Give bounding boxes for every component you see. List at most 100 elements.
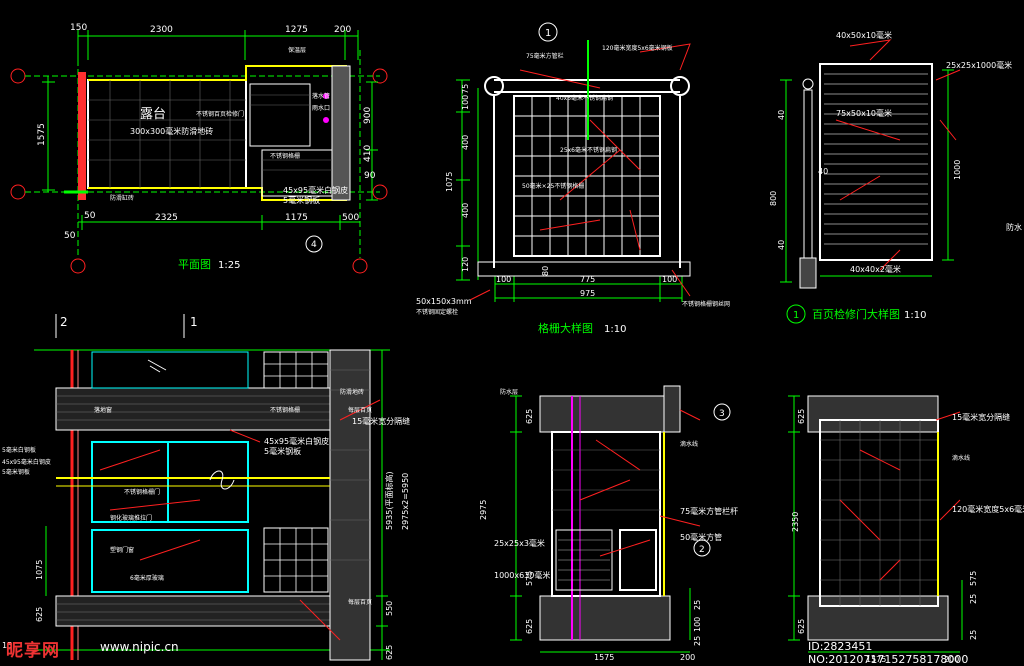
grille-scale: 1:10: [604, 324, 626, 335]
plan-callout-num: 4: [311, 240, 317, 250]
plan-note-4: 不锈钢格栅: [270, 152, 300, 160]
plan-drain-point-2: [323, 93, 329, 99]
elev-slab-2: [55, 595, 337, 627]
grille-note-1: 120毫米宽度5x6毫米钢板: [602, 44, 673, 52]
elev-note-6: 15毫米宽分隔缝: [352, 416, 410, 426]
elev-window-lower: [91, 529, 249, 593]
elevation-view: 2 1 1075 625 15 5935(平面标高) 2975x2=5950 5…: [2, 314, 410, 661]
elev-axis-2: 2: [60, 315, 68, 329]
plan-dim-misc-1: 90: [364, 171, 376, 181]
plan-dim-top-1: 2300: [150, 25, 173, 35]
plan-view: 150 2300 1275 200 50 2325 1175 500 50 90…: [10, 23, 388, 274]
sec2-dim-left-1: 2350: [791, 512, 800, 532]
sec2-note-0: 15毫米宽分隔缝: [952, 412, 1010, 422]
plan-scale: 1:25: [218, 260, 240, 271]
elev-note-10: 不锈钢格栅: [270, 406, 300, 414]
elev-note-8: 不锈钢格栅门: [124, 488, 160, 496]
grille-detail: 1 75 100 400 400 120 1075 100 775 100 97…: [416, 22, 730, 335]
elev-dim-right-2: 550: [385, 601, 394, 616]
grille-note-3: 25x6毫米不锈钢扁钢: [560, 146, 617, 154]
sec2-note-1: 120毫米宽度5x6毫米钢板: [952, 504, 1024, 514]
elev-note-2: 5毫米钢板: [2, 468, 30, 476]
sec1-note-3: 25x25x3毫米: [494, 538, 545, 548]
sec1-note-5: 滴水线: [680, 440, 698, 448]
plan-note-7: 雨水口: [312, 104, 330, 112]
plan-note-1: 45x95毫米白钢皮: [283, 185, 348, 195]
grille-dim-left-1: 100: [461, 95, 470, 110]
sec1-dim-bottom-0: 1575: [594, 653, 614, 662]
sec2-dim-bottom-1: 200: [944, 655, 959, 664]
door-detail: 40x50x10毫米 75x50x10毫米 25x25x1000毫米 1000 …: [769, 30, 1022, 324]
sec1-dim-left-1: 2975: [479, 500, 488, 520]
plan-title: 平面图: [178, 258, 211, 271]
grille-dim-bottom-2: 100: [662, 275, 677, 284]
elev-note-9: 钢化玻璃推拉门: [110, 514, 152, 522]
sec1-dim-right-1: 100: [693, 617, 702, 632]
plan-grid-circle: [372, 68, 388, 84]
plan-grid-circle: [70, 258, 86, 274]
door-hinge-top: [802, 78, 814, 90]
sec1-dim-left-2: 575: [525, 571, 534, 586]
plan-dim-bottom-3: 500: [342, 213, 359, 223]
plan-note-3: 防滑缸砖: [110, 194, 134, 202]
plan-inner-room-2: [261, 149, 333, 197]
door-dim-bottom: 40x40x2毫米: [850, 264, 901, 274]
door-dim-top-0: 40x50x10毫米: [836, 30, 892, 40]
sec1-wall: [551, 431, 661, 597]
plan-dim-top-3: 200: [334, 25, 351, 35]
sec2-dim-left-2: 625: [797, 619, 806, 634]
plan-callout-circle: [305, 235, 323, 253]
sec1-note-1: 75毫米方管栏杆: [680, 506, 738, 516]
section-one: 3 2 625 2975 575 625 1575 200 25 100 25 …: [479, 385, 738, 662]
sec1-grille-box: [555, 529, 613, 591]
grille-dim-bottom-1: 775: [580, 275, 595, 284]
sec1-dim-left-3: 625: [525, 619, 534, 634]
sec1-dim-right-0: 25: [693, 600, 702, 610]
door-dim-left-3: 800: [769, 191, 778, 206]
sec1-note-0: 防水层: [500, 388, 518, 396]
sec1-callout-circle: [713, 403, 731, 421]
sec1-callout: 3: [719, 409, 725, 419]
grille-callout-circle: [538, 22, 558, 42]
sec1-bottom-slab: [539, 595, 671, 641]
sec1-note-4: 1000x630毫米: [494, 570, 550, 580]
grille-dim-left-2: 400: [461, 135, 470, 150]
elev-dim-left-small: 15: [2, 641, 12, 650]
sec2-dim-right-1: 575: [969, 571, 978, 586]
sec1-callout2: 2: [699, 545, 705, 555]
watermark-logo: 昵享网: [6, 641, 60, 661]
grille-post-right: [670, 76, 690, 96]
watermark-url: www.nipic.cn: [100, 640, 179, 654]
grille-dim-total-w: 975: [580, 289, 595, 298]
sec1-dim-left-0: 625: [525, 409, 534, 424]
sec1-note-2: 50毫米方管: [680, 532, 722, 542]
elev-note-5: 5毫米钢板: [264, 446, 301, 456]
grille-title: 格栅大样图: [538, 321, 593, 335]
elev-note-4: 45x95毫米白钢皮: [264, 436, 329, 446]
sec2-dim-left-0: 625: [797, 409, 806, 424]
grille-base-slab: [477, 261, 691, 277]
grille-callout: 1: [545, 28, 551, 39]
plan-note-2: 5毫米钢板: [283, 195, 320, 205]
elev-dim-right-0: 5935(平面标高): [384, 471, 394, 530]
door-dim-right-0: 25x25x1000毫米: [946, 60, 1012, 70]
door-note: 防水: [1006, 222, 1022, 232]
elev-note-1: 45x95毫米白钢皮: [2, 458, 51, 466]
sec1-top-cap: [663, 385, 681, 433]
sec1-dim-bottom-1: 200: [680, 653, 695, 662]
plan-tile-note: 300x300毫米防滑地砖: [130, 126, 213, 136]
elev-note-13: 落地窗: [94, 406, 112, 414]
sec2-dim-right-2: 25: [969, 630, 978, 640]
elev-note-3: 每层百页: [348, 406, 372, 414]
door-dim-left-1: 40: [818, 167, 828, 176]
grille-note-0: 75毫米方管栏: [526, 52, 564, 60]
elev-dim-left-0: 1075: [35, 560, 44, 580]
grille-dim-inner: 80: [541, 266, 550, 276]
plan-grid-circle: [352, 258, 368, 274]
grille-note-7: 不锈钢格栅钢丝网: [682, 300, 730, 308]
elev-window-upper: [91, 441, 249, 523]
plan-drain-point: [323, 117, 329, 123]
elev-dim-right-3: 625: [385, 645, 394, 660]
door-scale: 1:10: [904, 310, 926, 321]
